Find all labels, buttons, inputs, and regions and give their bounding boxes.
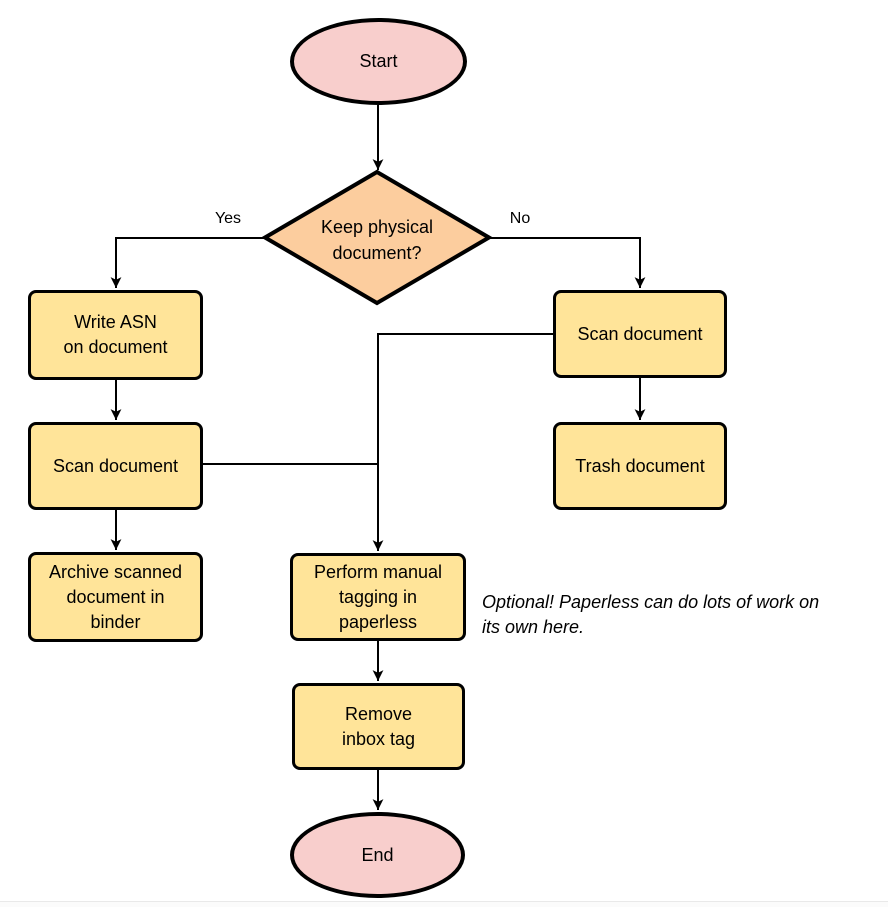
node-scan-document-left: Scan document (28, 422, 203, 510)
node-archive-binder: Archive scanned document in binder (28, 552, 203, 642)
edge-decision-yes (110, 237, 265, 288)
edge-label-no: No (509, 210, 531, 227)
node-write-asn: Write ASN on document (28, 290, 203, 380)
node-scan-document-right: Scan document (553, 290, 727, 378)
node-start: Start (290, 18, 467, 105)
node-remove-inbox-tag: Remove inbox tag (292, 683, 465, 770)
node-trash-document: Trash document (553, 422, 727, 510)
optional-note: Optional! Paperless can do lots of work … (482, 592, 820, 637)
node-decision-label: Keep physical document? (320, 217, 434, 263)
node-end: End (290, 812, 465, 898)
node-manual-tagging: Perform manual tagging in paperless (290, 553, 466, 641)
edge-scanright-to-tagging (372, 333, 553, 551)
edge-label-yes: Yes (214, 210, 242, 227)
window-bottom-edge (0, 901, 888, 907)
edge-decision-no (488, 237, 646, 288)
decision-diamond-shape (261, 169, 493, 306)
